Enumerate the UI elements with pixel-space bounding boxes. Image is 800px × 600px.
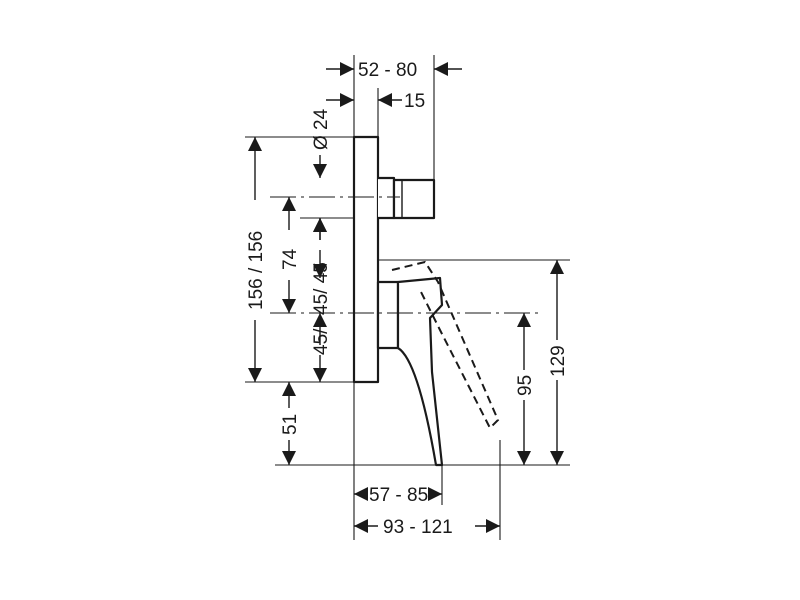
spout-outlet [392,178,436,220]
label-57-85: 57 - 85 [369,485,428,506]
label-51: 51 [280,414,301,435]
label-45-45: 45/ 45 [311,262,332,315]
lever-base [376,280,400,350]
label-45-lower: 45/ [311,328,332,355]
spout-collar [378,176,396,220]
label-15: 15 [404,91,425,112]
label-74: 74 [280,248,301,270]
lever-handle [396,276,444,467]
dimension-labels: 52 - 80 15 Ø 24 156 / 156 74 45/ 45 45/ … [246,60,569,538]
product-outline [352,135,500,467]
lever-alt-position [391,260,500,430]
dimension-lines [248,62,564,533]
label-52-80: 52 - 80 [358,60,417,81]
wall-plate [352,135,380,384]
label-diameter-24: Ø 24 [311,108,332,150]
label-129: 129 [548,345,569,377]
label-93-121: 93 - 121 [383,517,453,538]
label-95: 95 [515,375,536,396]
label-156-156: 156 / 156 [246,231,267,310]
